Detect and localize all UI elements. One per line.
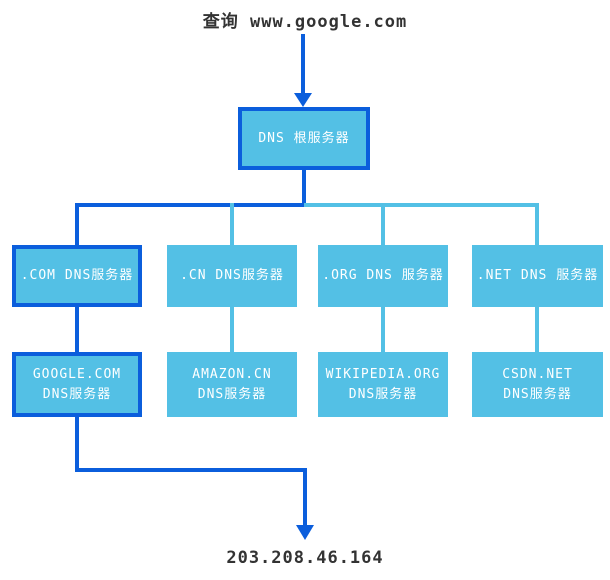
node-label-line2: DNS服务器 xyxy=(197,386,267,402)
node-auth-google-com: GOOGLE.COM DNS服务器 xyxy=(12,352,142,417)
node-label-line2: DNS服务器 xyxy=(42,386,112,402)
node-auth-csdn-net: CSDN.NET DNS服务器 xyxy=(472,352,603,417)
query-arrowhead-icon xyxy=(294,93,312,107)
node-tld-com: .COM DNS服务器 xyxy=(12,245,142,307)
node-auth-amazon-cn: AMAZON.CN DNS服务器 xyxy=(167,352,297,417)
node-auth-wikipedia-org: WIKIPEDIA.ORG DNS服务器 xyxy=(318,352,448,417)
node-label: .COM DNS服务器 xyxy=(20,268,134,283)
node-tld-cn: .CN DNS服务器 xyxy=(167,245,297,307)
node-label: DNS 根服务器 xyxy=(258,130,350,146)
node-label-line1: CSDN.NET xyxy=(502,366,573,382)
node-label: .CN DNS服务器 xyxy=(180,268,284,283)
node-label-line1: GOOGLE.COM xyxy=(32,366,122,382)
node-label-line2: DNS服务器 xyxy=(503,386,572,402)
node-dns-root-server: DNS 根服务器 xyxy=(238,107,370,170)
node-tld-net: .NET DNS 服务器 xyxy=(472,245,603,307)
node-label: .ORG DNS 服务器 xyxy=(322,268,444,283)
result-arrowhead-icon xyxy=(296,525,314,540)
node-label: .NET DNS 服务器 xyxy=(476,268,599,283)
node-tld-org: .ORG DNS 服务器 xyxy=(318,245,448,307)
result-ip-label: 203.208.46.164 xyxy=(226,548,384,568)
query-label: 查询 www.google.com xyxy=(202,12,408,32)
node-label-line1: AMAZON.CN xyxy=(192,366,272,382)
node-label-line2: DNS服务器 xyxy=(348,386,418,402)
node-label-line1: WIKIPEDIA.ORG xyxy=(325,366,441,382)
